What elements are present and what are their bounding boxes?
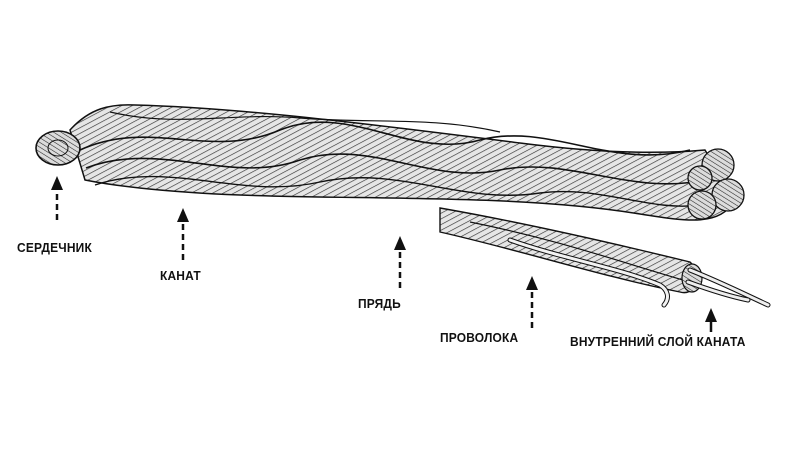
inner-layer-pointer-arrow <box>705 308 717 332</box>
label-rope: КАНАТ <box>160 268 201 283</box>
label-core: СЕРДЕЧНИК <box>17 240 92 255</box>
rope-body <box>69 104 736 221</box>
core-end <box>35 130 81 166</box>
strand-pointer-arrow <box>394 236 406 288</box>
core-pointer-arrow <box>51 176 63 220</box>
loose-wire <box>507 237 670 308</box>
label-strand: ПРЯДЬ <box>358 296 401 311</box>
label-wire: ПРОВОЛОКА <box>440 330 519 345</box>
rope-pointer-arrow <box>177 208 189 260</box>
inner-layer-strand <box>439 207 771 308</box>
strand-end-bundle <box>687 148 745 220</box>
label-inner-layer: ВНУТРЕННИЙ СЛОЙ КАНАТА <box>570 334 746 349</box>
wire-pointer-arrow <box>526 276 538 328</box>
